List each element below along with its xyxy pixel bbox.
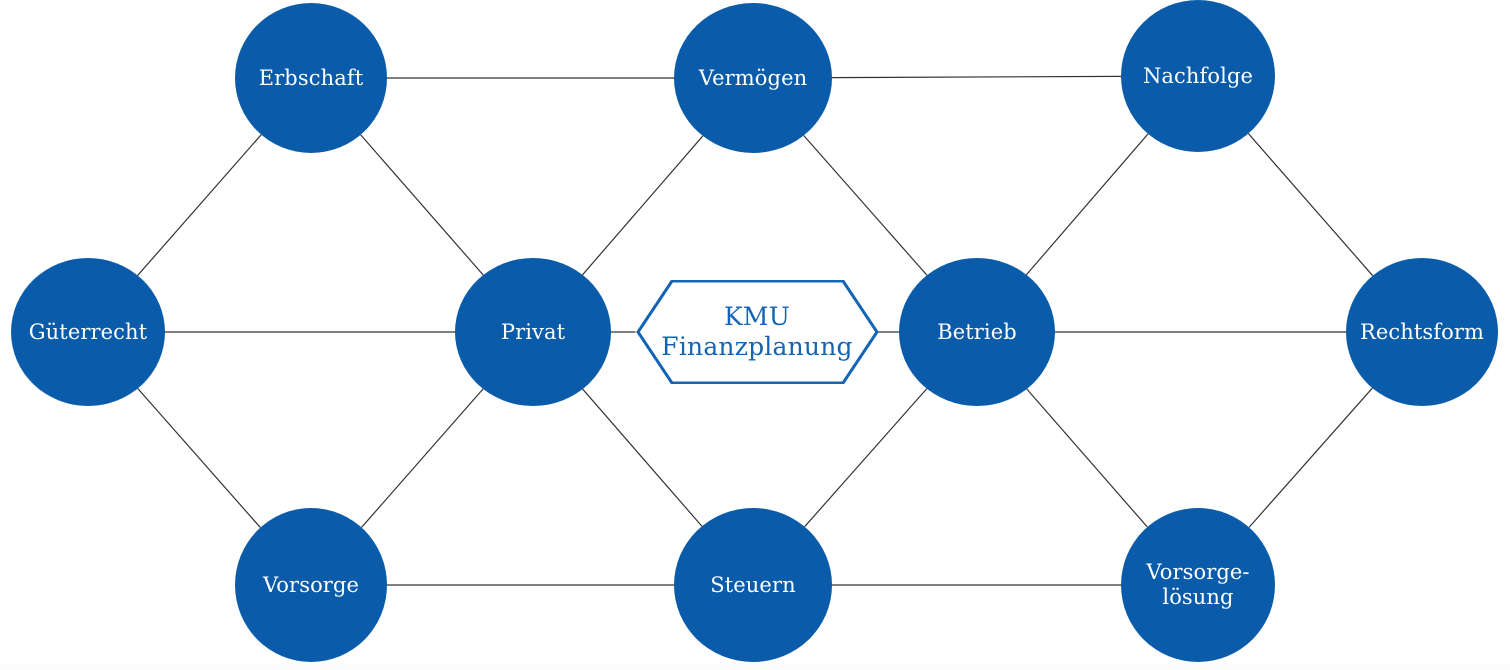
- edge-gueterrecht-to-erbschaft: [137, 134, 262, 276]
- edge-vermoegen-to-betrieb: [803, 135, 928, 276]
- edge-erbschaft-to-privat: [360, 134, 484, 276]
- edge-steuern-to-betrieb: [804, 388, 928, 528]
- node-nachfolge[interactable]: Nachfolge: [1121, 0, 1275, 152]
- hexagon-outline-icon: [635, 280, 879, 384]
- node-gueterrecht[interactable]: Güterrecht: [11, 258, 165, 406]
- node-label-vorsorgeloesung: Vorsorge- lösung: [1146, 560, 1250, 609]
- bottom-edge-band: [0, 663, 1510, 670]
- node-erbschaft[interactable]: Erbschaft: [235, 3, 387, 153]
- center-node-kmu-finanzplanung[interactable]: KMU Finanzplanung: [635, 280, 879, 384]
- center-node-label: KMU Finanzplanung: [661, 301, 853, 362]
- node-label-gueterrecht: Güterrecht: [28, 319, 148, 344]
- node-rechtsform[interactable]: Rechtsform: [1346, 258, 1498, 406]
- edge-privat-to-vermoegen: [582, 135, 704, 276]
- edge-nachfolge-to-rechtsform: [1247, 133, 1374, 277]
- node-vermoegen[interactable]: Vermögen: [674, 3, 832, 153]
- edge-betrieb-to-nachfolge: [1025, 133, 1149, 276]
- node-label-betrieb: Betrieb: [937, 319, 1017, 344]
- node-betrieb[interactable]: Betrieb: [899, 258, 1055, 406]
- node-label-rechtsform: Rechtsform: [1359, 319, 1485, 344]
- node-steuern[interactable]: Steuern: [674, 508, 832, 662]
- edge-vermoegen-to-nachfolge: [831, 75, 1122, 79]
- edge-betrieb-to-vorsorgeloesung: [1026, 388, 1148, 528]
- node-label-steuern: Steuern: [710, 572, 796, 597]
- node-privat[interactable]: Privat: [455, 258, 611, 406]
- node-label-nachfolge: Nachfolge: [1142, 63, 1254, 88]
- node-vorsorgeloesung[interactable]: Vorsorge- lösung: [1121, 508, 1275, 662]
- node-label-vermoegen: Vermögen: [698, 65, 808, 90]
- edge-vorsorgeloesung-to-rechtsform: [1248, 387, 1373, 528]
- edge-gueterrecht-to-vorsorge: [137, 388, 261, 528]
- node-label-vorsorge: Vorsorge: [262, 572, 360, 597]
- edge-privat-to-steuern: [582, 388, 703, 527]
- node-label-erbschaft: Erbschaft: [258, 65, 364, 90]
- node-label-privat: Privat: [500, 319, 566, 344]
- node-vorsorge[interactable]: Vorsorge: [235, 508, 387, 662]
- edge-vorsorge-to-privat: [361, 388, 484, 528]
